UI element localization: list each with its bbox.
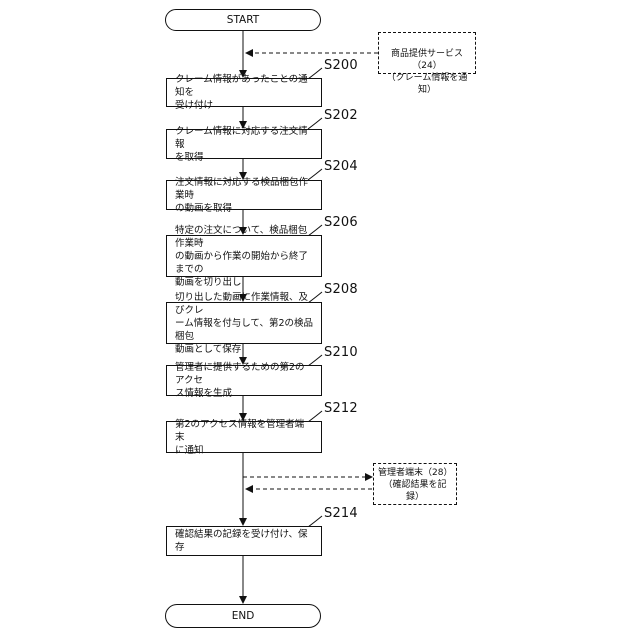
step-s200-box: クレーム情報があったことの通知を 受け付け [166, 78, 322, 107]
step-s204-label: S204 [324, 159, 358, 174]
step-s206-box: 特定の注文について、検品梱包作業時 の動画から作業の開始から終了までの 動画を切… [166, 235, 322, 277]
step-s206-label: S206 [324, 215, 358, 230]
step-s208-text: 切り出した動画に作業情報、及びクレ ーム情報を付与して、第2の検品梱包 動画とし… [175, 291, 313, 356]
step-s204-text: 注文情報に対応する検品梱包作業時 の動画を取得 [175, 176, 313, 215]
step-s200-text: クレーム情報があったことの通知を 受け付け [175, 73, 313, 112]
step-s212-box: 第2のアクセス情報を管理者端末 に通知 [166, 421, 322, 453]
step-s214-box: 確認結果の記録を受け付け、保存 [166, 526, 322, 556]
start-terminal: START [165, 9, 321, 31]
end-terminal: END [165, 604, 321, 628]
step-s210-label: S210 [324, 345, 358, 360]
admin-terminal-title: 管理者端末（28） [378, 467, 452, 479]
step-s212-text: 第2のアクセス情報を管理者端末 に通知 [175, 418, 313, 457]
step-s214-label: S214 [324, 506, 358, 521]
step-s210-box: 管理者に提供するための第2のアクセ ス情報を生成 [166, 365, 322, 396]
step-s204-box: 注文情報に対応する検品梱包作業時 の動画を取得 [166, 180, 322, 210]
start-label: START [227, 14, 259, 26]
step-s210-text: 管理者に提供するための第2のアクセ ス情報を生成 [175, 361, 313, 400]
step-s206-text: 特定の注文について、検品梱包作業時 の動画から作業の開始から終了までの 動画を切… [175, 224, 313, 289]
step-s208-box: 切り出した動画に作業情報、及びクレ ーム情報を付与して、第2の検品梱包 動画とし… [166, 302, 322, 344]
step-s202-box: クレーム情報に対応する注文情報 を取得 [166, 129, 322, 159]
step-s212-label: S212 [324, 401, 358, 416]
admin-terminal-box: 管理者端末（28） （確認結果を記録） [373, 463, 457, 505]
step-s200-label: S200 [324, 58, 358, 73]
end-label: END [232, 610, 255, 622]
step-s202-text: クレーム情報に対応する注文情報 を取得 [175, 125, 313, 164]
product-service-box: 商品提供サービス （24） （クレーム情報を通知） [378, 32, 476, 74]
step-s202-label: S202 [324, 108, 358, 123]
step-s208-label: S208 [324, 282, 358, 297]
step-s214-text: 確認結果の記録を受け付け、保存 [175, 528, 313, 554]
admin-terminal-action: （確認結果を記録） [378, 479, 452, 503]
